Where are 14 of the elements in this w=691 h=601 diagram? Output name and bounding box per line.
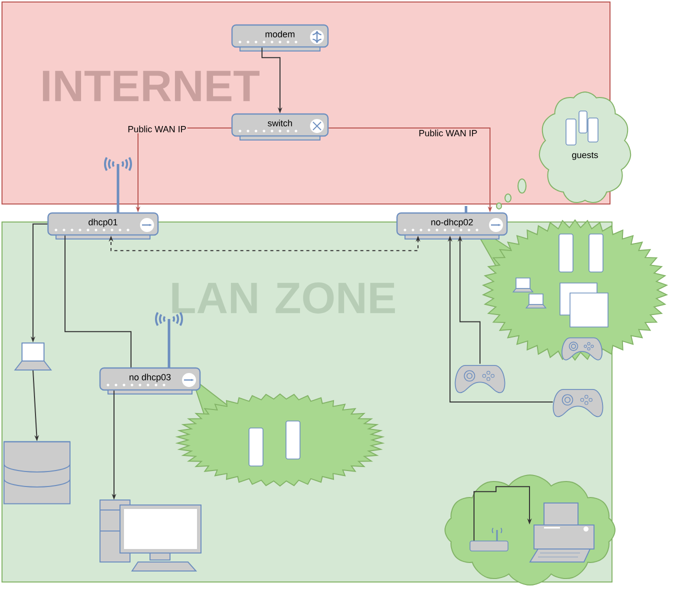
router-box: switch xyxy=(231,113,329,140)
arrow xyxy=(474,486,532,542)
router-box: dhcp01 xyxy=(47,212,159,240)
desktop-computer-icon xyxy=(100,500,202,572)
database-icon xyxy=(4,441,70,504)
router-box: modem xyxy=(231,24,329,52)
router-box: no dhcp03 xyxy=(99,367,201,394)
edge-label: Public WAN IP xyxy=(418,128,478,138)
edge-label: Public WAN IP xyxy=(126,124,188,134)
router-box: no-dhcp02 xyxy=(396,212,508,240)
game-controller-icon xyxy=(552,388,604,418)
router-icon xyxy=(470,528,508,552)
cloud-bubble: guests xyxy=(538,92,632,203)
game-controller-icon xyxy=(454,364,506,394)
